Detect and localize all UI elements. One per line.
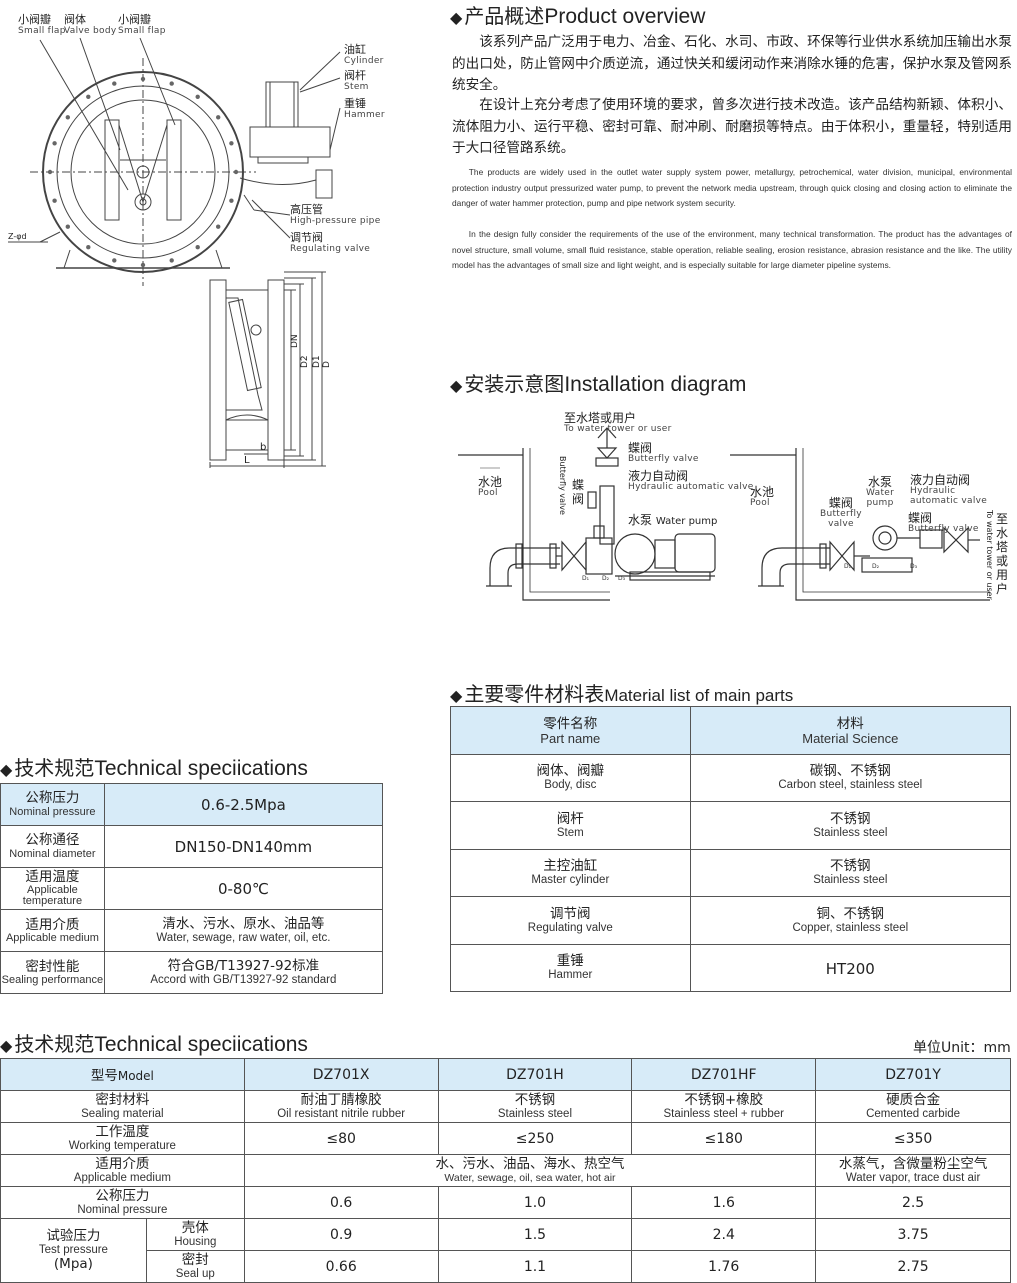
label-bolt-holes: Z-φd — [8, 232, 27, 241]
bolt-hole — [140, 76, 146, 82]
bolt-hole — [65, 224, 71, 229]
overview-title: ◆产品概述Product overview — [450, 4, 706, 28]
tech-spec-2-title: ◆技术规范Technical speciications — [0, 1032, 308, 1056]
diamond-icon: ◆ — [450, 8, 463, 27]
bolt-hole — [140, 262, 146, 268]
tech-spec-2-table: 型号Model DZ701X DZ701H DZ701HF DZ701Y 密封材… — [0, 1058, 1011, 1283]
bolt-hole — [86, 94, 91, 100]
valve-drawing-svg — [8, 37, 341, 468]
dim-b: b — [260, 442, 267, 453]
tech-spec-1-title: ◆技术规范Technical speciications — [0, 756, 308, 780]
dim-d2-right: D₂ — [872, 563, 880, 570]
label-butterfly-valve-vertical-en: Butterfly valve — [558, 456, 567, 515]
label-water-pump-left: 水泵 Water pump — [628, 513, 718, 527]
unit-label: 单位Unit：mm — [913, 1040, 1011, 1056]
overview-paragraph-2-en: In the design fully consider the require… — [452, 229, 1012, 271]
installation-title: ◆安装示意图Installation diagram — [450, 372, 747, 396]
dim-d2-left: D₂ — [602, 575, 610, 582]
label-to-tower-right-en: To water tower or user — [985, 510, 994, 600]
bolt-hole — [229, 198, 234, 203]
dim-d1-right: D₁ — [844, 563, 852, 570]
dim-d1-left: D₁ — [582, 575, 590, 582]
dim-d: D — [322, 361, 332, 368]
label-butterfly-valve-vertical-zh: 蝶阀 — [572, 478, 585, 506]
bolt-hole — [86, 245, 91, 250]
bolt-hole — [169, 81, 174, 86]
bolt-holes — [47, 76, 239, 268]
bolt-hole — [233, 169, 239, 175]
bolt-hole — [216, 224, 221, 229]
dim-d2: D2 — [300, 355, 310, 368]
bolt-hole — [112, 81, 117, 86]
table-row: 型号Model DZ701X DZ701H DZ701HF DZ701Y — [0, 1058, 1011, 1091]
installation-diagram-svg: D₁ D₂ D₃ D₁ D₂ D₃ — [458, 427, 990, 601]
overview-paragraph-1-en: The products are widely used in the outl… — [452, 167, 1012, 209]
overview-paragraph-2-zh: 在设计上充分考虑了使用环境的要求，曾多次进行技术改造。该产品结构新颖、体积小、流… — [452, 97, 1012, 156]
dim-l: L — [244, 455, 250, 466]
dim-dn: DN — [290, 334, 300, 348]
materials-title: ◆主要零件材料表Material list of main parts — [450, 682, 794, 706]
overview-paragraph-1-zh: 该系列产品广泛用于电力、冶金、石化、水司、市政、环保等行业供水系统加压输出水泵的… — [452, 34, 1012, 93]
bolt-hole — [195, 245, 200, 250]
dim-d3-left: D₃ — [618, 575, 626, 582]
bolt-hole — [52, 141, 57, 146]
bolt-hole — [195, 94, 200, 100]
label-to-tower-right-zh: 至水塔或用户 — [996, 512, 1009, 596]
bolt-hole — [47, 169, 53, 175]
bolt-hole — [229, 141, 234, 146]
bolt-hole — [169, 258, 174, 263]
bolt-hole — [112, 258, 117, 263]
diamond-icon: ◆ — [0, 760, 13, 779]
diamond-icon: ◆ — [450, 686, 463, 705]
bolt-hole — [216, 115, 221, 120]
bolt-hole — [65, 115, 71, 120]
bolt-hole — [52, 198, 57, 203]
diamond-icon: ◆ — [0, 1036, 13, 1055]
dim-d3-right: D₃ — [910, 563, 918, 570]
diamond-icon: ◆ — [450, 376, 463, 395]
